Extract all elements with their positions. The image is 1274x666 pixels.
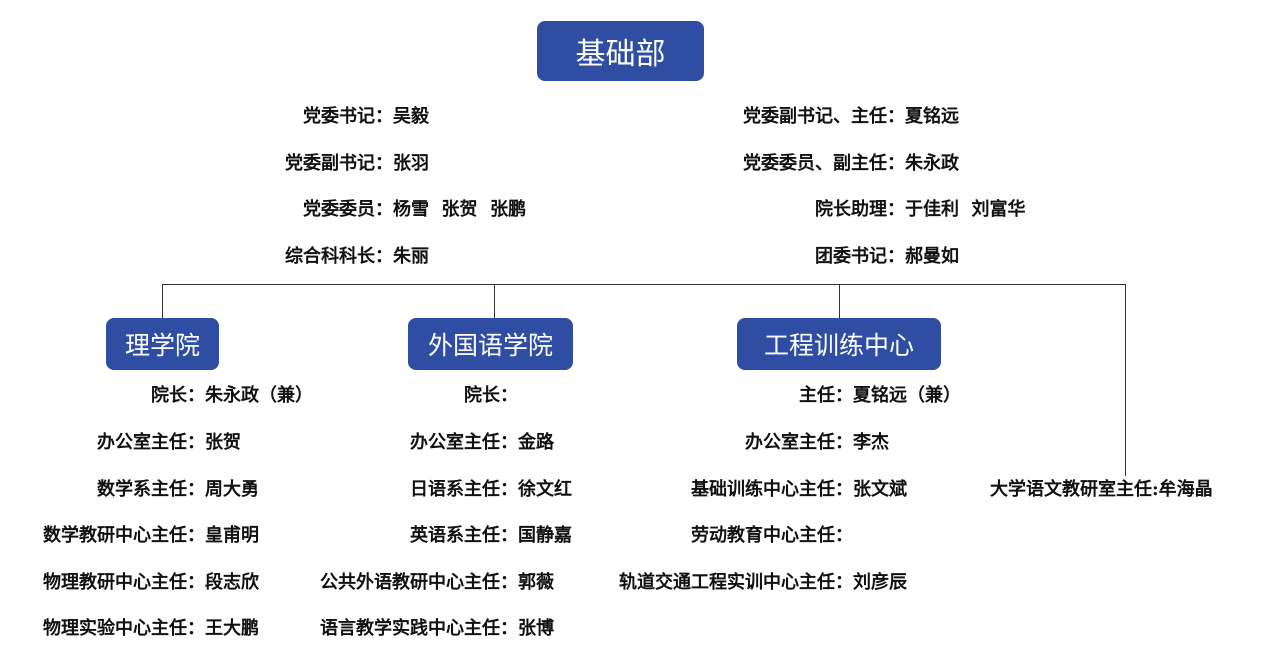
unit-row-label: 办公室主任： — [410, 432, 518, 453]
connector-to-extra — [1125, 284, 1126, 476]
leadership-value: 吴毅 — [393, 106, 429, 127]
leadership-row: 团委书记：郝曼如 — [665, 242, 959, 268]
unit-row: 办公室主任：张贺 — [5, 428, 241, 454]
connector-horizontal — [162, 284, 1126, 285]
unit-row-value: 段志欣 — [205, 572, 259, 593]
unit-box-foreign-languages: 外国语学院 — [408, 318, 573, 370]
unit-row-value: 徐文红 — [518, 479, 572, 500]
unit-row-value: 金路 — [518, 432, 554, 453]
unit-row-label: 轨道交通工程实训中心主任： — [619, 572, 853, 593]
leadership-row: 党委书记：吴毅 — [193, 102, 429, 128]
unit-row-value: 朱永政（兼） — [205, 385, 313, 406]
unit-row: 主任：夏铭远（兼） — [573, 381, 961, 407]
unit-row-value: 张贺 — [205, 432, 241, 453]
unit-row-label: 语言教学实践中心主任： — [320, 618, 518, 639]
unit-row: 数学系主任：周大勇 — [5, 475, 259, 501]
unit-box-science: 理学院 — [106, 318, 219, 370]
unit-row: 公共外语教研中心主任：郭薇 — [278, 568, 554, 594]
leadership-value: 朱丽 — [393, 246, 429, 267]
leadership-row: 党委委员：杨雪 张贺 张鹏 — [193, 195, 526, 221]
leadership-label: 综合科科长： — [285, 246, 393, 267]
unit-row-value: 夏铭远（兼） — [853, 385, 961, 406]
unit-row: 英语系主任：国静嘉 — [278, 521, 572, 547]
unit-box-engineering-training: 工程训练中心 — [737, 318, 941, 370]
unit-row-label: 公共外语教研中心主任： — [320, 572, 518, 593]
unit-row-label: 数学教研中心主任： — [43, 525, 205, 546]
unit-row: 院长：朱永政（兼） — [5, 381, 313, 407]
leadership-row: 综合科科长：朱丽 — [193, 242, 429, 268]
unit-row-value: 张博 — [518, 618, 554, 639]
unit-row: 语言教学实践中心主任：张博 — [278, 614, 554, 640]
extra-position: 大学语文教研室主任:牟海晶 — [990, 475, 1213, 501]
leadership-label: 党委副书记： — [285, 153, 393, 174]
unit-row-value: 郭薇 — [518, 572, 554, 593]
connector-to-unit-3 — [839, 284, 840, 318]
unit-row-label: 办公室主任： — [745, 432, 853, 453]
unit-row: 院长： — [278, 381, 518, 407]
leadership-value: 夏铭远 — [905, 106, 959, 127]
leadership-label: 党委委员、副主任： — [743, 153, 905, 174]
leadership-value: 杨雪 张贺 张鹏 — [393, 199, 527, 220]
leadership-value: 于佳利 刘富华 — [905, 199, 1026, 220]
unit-row-label: 劳动教育中心主任： — [691, 525, 853, 546]
unit-title: 工程训练中心 — [763, 331, 914, 360]
unit-row: 数学教研中心主任：皇甫明 — [5, 521, 259, 547]
leadership-value: 郝曼如 — [905, 246, 959, 267]
unit-row-label: 日语系主任： — [410, 479, 518, 500]
unit-row-value: 李杰 — [853, 432, 889, 453]
unit-title: 外国语学院 — [427, 331, 553, 360]
leadership-row: 党委副书记、主任：夏铭远 — [665, 102, 959, 128]
unit-row-value: 国静嘉 — [518, 525, 572, 546]
connector-to-unit-1 — [162, 284, 163, 318]
unit-row: 物理实验中心主任：王大鹏 — [5, 614, 259, 640]
leadership-value: 朱永政 — [905, 153, 959, 174]
unit-row-value: 张文斌 — [853, 479, 907, 500]
unit-row-label: 办公室主任： — [97, 432, 205, 453]
unit-row-label: 物理教研中心主任： — [43, 572, 205, 593]
extra-position-text: 大学语文教研室主任:牟海晶 — [990, 479, 1213, 500]
leadership-row: 党委委员、副主任：朱永政 — [665, 149, 959, 175]
leadership-label: 院长助理： — [815, 199, 905, 220]
connector-to-unit-2 — [494, 284, 495, 318]
unit-title: 理学院 — [124, 331, 200, 360]
leadership-label: 党委书记： — [303, 106, 393, 127]
unit-row: 办公室主任：金路 — [278, 428, 554, 454]
root-department-box: 基础部 — [537, 21, 704, 81]
unit-row-value: 皇甫明 — [205, 525, 259, 546]
unit-row: 办公室主任：李杰 — [573, 428, 889, 454]
unit-row: 轨道交通工程实训中心主任：刘彦辰 — [573, 568, 907, 594]
leadership-label: 党委委员： — [303, 199, 393, 220]
unit-row-label: 主任： — [799, 385, 853, 406]
unit-row-label: 物理实验中心主任： — [43, 618, 205, 639]
unit-row-value: 王大鹏 — [205, 618, 259, 639]
root-department-title: 基础部 — [575, 37, 666, 72]
leadership-row: 院长助理：于佳利 刘富华 — [665, 195, 1026, 221]
leadership-label: 团委书记： — [815, 246, 905, 267]
unit-row: 基础训练中心主任：张文斌 — [573, 475, 907, 501]
unit-row-label: 英语系主任： — [410, 525, 518, 546]
leadership-row: 党委副书记：张羽 — [193, 149, 429, 175]
unit-row-label: 院长： — [151, 385, 205, 406]
unit-row: 劳动教育中心主任： — [573, 521, 853, 547]
unit-row: 物理教研中心主任：段志欣 — [5, 568, 259, 594]
unit-row-label: 数学系主任： — [97, 479, 205, 500]
leadership-label: 党委副书记、主任： — [743, 106, 905, 127]
unit-row-value: 周大勇 — [205, 479, 259, 500]
unit-row-label: 基础训练中心主任： — [691, 479, 853, 500]
unit-row-value: 刘彦辰 — [853, 572, 907, 593]
unit-row: 日语系主任：徐文红 — [278, 475, 572, 501]
unit-row-label: 院长： — [464, 385, 518, 406]
leadership-value: 张羽 — [393, 153, 429, 174]
